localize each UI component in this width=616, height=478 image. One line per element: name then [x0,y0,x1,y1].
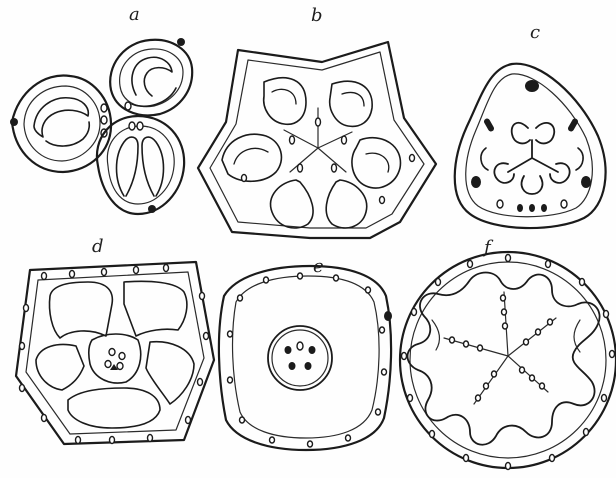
figure-e [219,266,391,450]
figure-b [198,42,436,238]
figure-c [455,64,606,228]
figure-a [10,38,192,214]
figure-d [16,262,214,444]
septum-dots [450,295,553,401]
figure-f [384,252,616,470]
